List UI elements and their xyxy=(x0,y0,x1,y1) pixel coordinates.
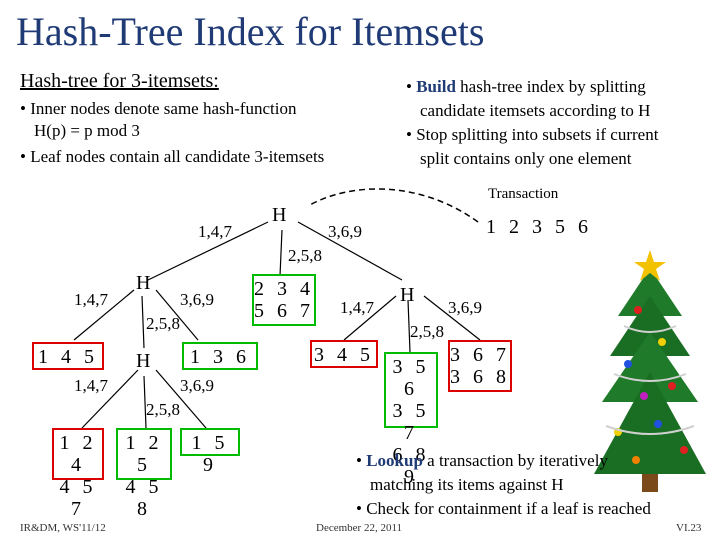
leaf-136: 1 3 6 xyxy=(182,342,258,370)
lower-hash-node: H xyxy=(136,350,150,373)
bottom-bullet-1-line2: matching its items against H xyxy=(370,474,564,496)
leaf-356-357-689: 3 5 6 3 5 7 6 8 9 xyxy=(384,352,438,428)
leaf-145: 1 4 5 xyxy=(32,342,104,370)
leaf-125-line2: 4 5 8 xyxy=(118,476,170,520)
right-edge-label-369: 3,6,9 xyxy=(448,298,482,318)
right-hash-node: H xyxy=(400,284,414,307)
root-edge-label-147: 1,4,7 xyxy=(198,222,232,242)
transaction-value: 1 2 3 5 6 xyxy=(486,216,592,239)
bottom-bullet-1: • Lookup a transaction by iteratively xyxy=(356,450,608,472)
leaf-345: 3 4 5 xyxy=(310,340,378,368)
bottom-bullet-2: • Check for containment if a leaf is rea… xyxy=(356,498,651,520)
leaf-124-line2: 4 5 7 xyxy=(54,476,102,520)
leaf-367-line2: 3 6 8 xyxy=(450,366,510,388)
left-edge-label-369: 3,6,9 xyxy=(180,290,214,310)
left-edge-label-258: 2,5,8 xyxy=(146,314,180,334)
leaf-159: 1 5 9 xyxy=(180,428,240,456)
root-edge-label-258: 2,5,8 xyxy=(288,246,322,266)
edge-left-mid xyxy=(142,296,144,348)
left-edge-label-147: 1,4,7 xyxy=(74,290,108,310)
leaf-356-line2: 3 5 7 xyxy=(386,400,436,444)
leaf-367-368: 3 6 7 3 6 8 xyxy=(448,340,512,392)
leaf-234-line2: 5 6 7 xyxy=(254,300,314,322)
footer-date: December 22, 2011 xyxy=(316,522,402,534)
transaction-dashed-arrow xyxy=(308,189,478,222)
leaf-234-line1: 2 3 4 xyxy=(254,278,314,300)
root-edge-label-369: 3,6,9 xyxy=(328,222,362,242)
left-hash-node: H xyxy=(136,272,150,295)
leaf-367-line1: 3 6 7 xyxy=(450,344,510,366)
lower-edge-label-369: 3,6,9 xyxy=(180,376,214,396)
right-edge-label-147: 1,4,7 xyxy=(340,298,374,318)
right-edge-label-258: 2,5,8 xyxy=(410,322,444,342)
root-hash-node: H xyxy=(272,204,286,227)
leaf-356-line1: 3 5 6 xyxy=(386,356,436,400)
footer-course: IR&DM, WS'11/12 xyxy=(20,522,106,534)
lower-edge-label-147: 1,4,7 xyxy=(74,376,108,396)
leaf-125-line1: 1 2 5 xyxy=(118,432,170,476)
leaf-234-567: 2 3 4 5 6 7 xyxy=(252,274,316,326)
leaf-124-line1: 1 2 4 xyxy=(54,432,102,476)
leaf-124-457: 1 2 4 4 5 7 xyxy=(52,428,104,480)
leaf-125-458: 1 2 5 4 5 8 xyxy=(116,428,172,480)
lookup-keyword: Lookup xyxy=(366,451,423,470)
transaction-label: Transaction xyxy=(488,186,558,203)
edge-root-mid xyxy=(280,230,282,276)
footer-slide-number: VI.23 xyxy=(676,522,701,534)
lower-edge-label-258: 2,5,8 xyxy=(146,400,180,420)
